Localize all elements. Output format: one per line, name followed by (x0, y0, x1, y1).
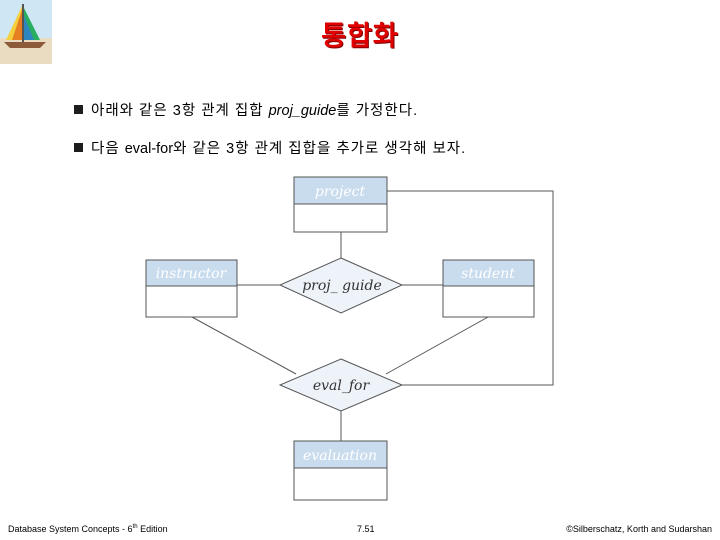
relationship-eval-for: eval_for (278, 358, 404, 412)
bullet-2-tail: 와 같은 3항 관계 집합을 추가로 생각해 보자. (173, 141, 467, 157)
footer-copyright: ©Silberschatz, Korth and Sudarshan (566, 524, 712, 534)
relationship-proj-guide: proj_ guide (278, 257, 404, 314)
entity-instructor: instructor (145, 259, 238, 318)
bullet-square-icon (74, 143, 83, 152)
footer-book-title-tail: Edition (137, 524, 168, 534)
entity-project: project (293, 176, 388, 233)
bullet-1-tail: 를 가정한다. (336, 103, 419, 119)
entity-evaluation: evaluation (293, 440, 388, 501)
bullet-item-2: 다음 eval-for와 같은 3항 관계 집합을 추가로 생각해 보자. (74, 137, 466, 158)
bullet-1-term: proj_guide (268, 103, 337, 119)
entity-student: student (442, 259, 535, 318)
footer-book-title: Database System Concepts - 6th Edition (8, 524, 168, 534)
page-title: 통합화 (321, 21, 399, 52)
bullet-square-icon (74, 105, 83, 114)
entity-student-label: student (461, 266, 515, 282)
bullet-1-text: 아래와 같은 3항 관계 집합 (91, 103, 269, 119)
bullet-2-term: eval-for (124, 141, 174, 157)
footer-edition-sup: th (132, 524, 138, 530)
relationship-proj-guide-label: proj_ guide (302, 278, 382, 294)
line-instructor-eval-for (191, 316, 297, 375)
line-student-eval-for (385, 316, 489, 375)
relationship-eval-for-label: eval_for (313, 378, 371, 394)
entity-project-label: project (315, 184, 366, 200)
footer-book-title-text: Database System Concepts - 6 (8, 524, 133, 534)
footer-page-number: 7.51 (357, 524, 375, 534)
entity-evaluation-label: evaluation (303, 448, 377, 464)
bullet-item-1: 아래와 같은 3항 관계 집합 proj_guide를 가정한다. (74, 99, 418, 120)
bullet-2-text: 다음 (91, 141, 125, 157)
sailboat-logo (0, 0, 52, 64)
line-project-eval-for (387, 190, 554, 386)
entity-instructor-label: instructor (156, 266, 228, 282)
diagram-connectors (191, 190, 554, 441)
